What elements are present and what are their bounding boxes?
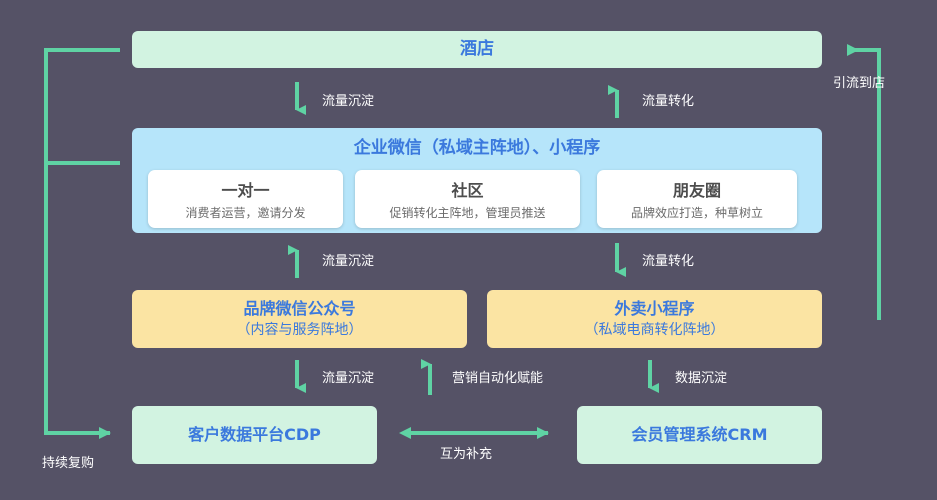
node-title: 外卖小程序 — [614, 298, 695, 318]
node-wecom-card-one-to-one[interactable]: 一对一 消费者运营，邀请分发 — [148, 170, 343, 228]
node-wecom-card-moments[interactable]: 朋友圈 品牌效应打造，种草树立 — [597, 170, 797, 228]
card-title: 社区 — [451, 181, 484, 200]
card-desc: 消费者运营，邀请分发 — [185, 206, 306, 220]
card-desc: 促销转化主阵地，管理员推送 — [389, 206, 546, 220]
node-subtitle: （内容与服务阵地） — [236, 321, 363, 338]
node-title: 品牌微信公众号 — [243, 298, 356, 318]
flow-label-row2-right: 流量转化 — [642, 254, 695, 269]
card-title: 一对一 — [221, 181, 270, 200]
connector-left-loop — [44, 48, 120, 439]
flow-label-row3-right: 数据沉淀 — [675, 371, 728, 386]
flow-label-right-loop: 引流到店 — [833, 76, 886, 91]
node-takeaway-miniprogram[interactable]: 外卖小程序 （私域电商转化阵地） — [487, 290, 822, 348]
node-crm[interactable]: 会员管理系统CRM — [577, 406, 822, 464]
node-wecom-panel-title: 企业微信（私域主阵地）、小程序 — [353, 138, 601, 158]
flow-label-left-loop: 持续复购 — [42, 456, 95, 471]
node-hotel[interactable]: 酒店 — [132, 31, 822, 68]
node-wecom-card-community[interactable]: 社区 促销转化主阵地，管理员推送 — [355, 170, 580, 228]
node-subtitle: （私域电商转化阵地） — [584, 321, 725, 338]
flow-label-mutual: 互为补充 — [440, 447, 493, 462]
node-cdp[interactable]: 客户数据平台CDP — [132, 406, 377, 464]
node-crm-label: 会员管理系统CRM — [631, 425, 768, 444]
flow-label-row3-center: 营销自动化赋能 — [452, 371, 544, 386]
node-hotel-label: 酒店 — [460, 38, 494, 59]
node-cdp-label: 客户数据平台CDP — [188, 425, 321, 444]
card-desc: 品牌效应打造，种草树立 — [630, 206, 763, 220]
flow-label-row1-right: 流量转化 — [642, 94, 695, 109]
flow-label-row3-left: 流量沉淀 — [322, 371, 375, 386]
card-title: 朋友圈 — [672, 181, 721, 200]
flow-label-row2-left: 流量沉淀 — [322, 254, 375, 269]
node-brand-official-account[interactable]: 品牌微信公众号 （内容与服务阵地） — [132, 290, 467, 348]
flow-label-row1-left: 流量沉淀 — [322, 94, 375, 109]
